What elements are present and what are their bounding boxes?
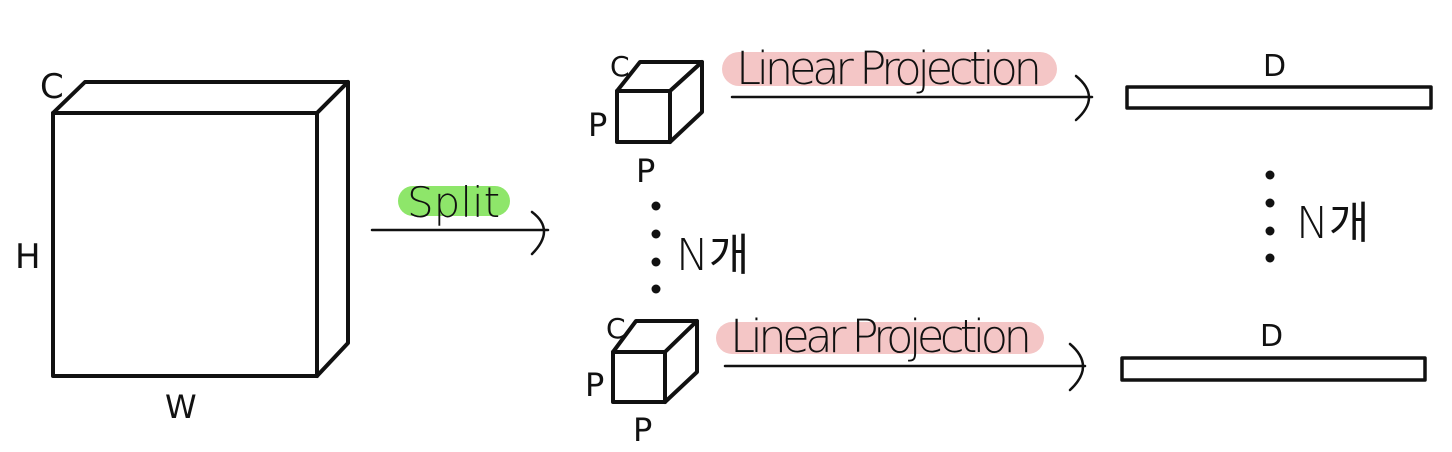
vector-ellipsis-dot (1265, 198, 1275, 208)
vector-ellipsis (1265, 170, 1275, 263)
vector-top: D (1125, 49, 1433, 110)
patch-bottom-bottom-label: P (633, 411, 652, 449)
patch-ellipsis (651, 201, 661, 294)
patch-count-label: N개 (676, 230, 749, 281)
split-label: Split (407, 178, 500, 227)
projection-top-arrow: Linear Projection (722, 42, 1094, 122)
patch-top-bottom-label: P (636, 152, 655, 190)
vector-bottom-bar (1120, 356, 1427, 382)
vector-count-label: N개 (1296, 198, 1369, 249)
input-volume: C H W (15, 67, 350, 426)
patch-bottom-front-face (611, 350, 667, 404)
split-arrow-head (530, 210, 546, 256)
projection-bottom-arrow: Linear Projection (716, 310, 1087, 392)
input-volume-top-face (51, 80, 350, 115)
patch-ellipsis-dot (651, 201, 661, 211)
patch-bottom-c-label: C (606, 312, 626, 345)
vector-ellipsis-dot (1265, 226, 1275, 236)
input-width-label: W (165, 388, 197, 426)
input-volume-front-face (51, 111, 319, 378)
vector-top-bar (1125, 85, 1433, 110)
patch-top-side-label: P (588, 106, 607, 144)
patch-ellipsis-dot (651, 257, 661, 267)
patch-top: C P P (588, 50, 704, 190)
vector-top-dim-label: D (1263, 49, 1286, 84)
patch-bottom-side-label: P (585, 366, 604, 404)
projection-top-highlight (722, 52, 1057, 86)
patch-bottom: C P P (585, 312, 699, 449)
vector-bottom: D (1120, 319, 1427, 382)
projection-top-arrow-head (1074, 74, 1091, 122)
vector-bottom-dim-label: D (1260, 319, 1283, 354)
vector-ellipsis-dot (1265, 253, 1275, 263)
split-arrow: Split (370, 178, 550, 256)
input-depth-label: C (40, 67, 64, 107)
input-volume-side-face (315, 80, 350, 378)
patch-top-c-label: C (610, 50, 630, 83)
patch-ellipsis-dot (651, 284, 661, 294)
patch-ellipsis-dot (651, 229, 661, 239)
projection-top-label: Linear Projection (736, 42, 1042, 95)
patch-top-front-face (615, 89, 672, 144)
vector-ellipsis-dot (1265, 170, 1275, 180)
projection-bottom-arrow-head (1068, 342, 1085, 392)
projection-bottom-label: Linear Projection (730, 310, 1032, 363)
split-highlight (398, 186, 510, 216)
input-height-label: H (15, 237, 41, 277)
projection-bottom-highlight (716, 322, 1044, 354)
